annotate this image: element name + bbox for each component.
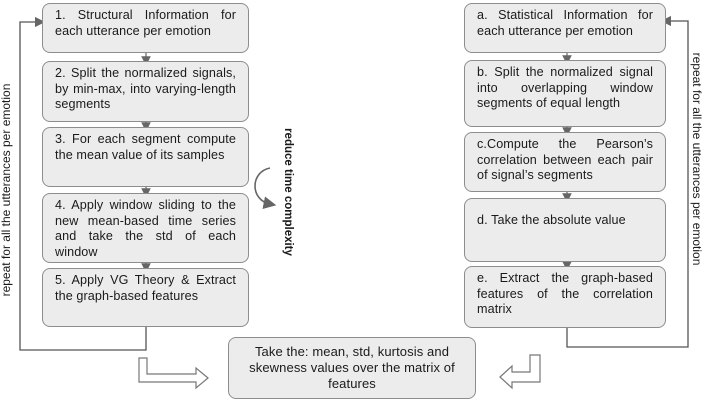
right-step-b-text: b. Split the normalized signal into over… — [477, 65, 653, 110]
right-step-c-box: c.Compute the Pearson’s correlation betw… — [464, 132, 666, 192]
left-step-1-text: 1. Structural Information for each utter… — [55, 8, 236, 38]
aggregate-features-box: Take the: mean, std, kurtosis and skewne… — [228, 337, 476, 399]
right-loop-label: repeat for all the utterances per emotio… — [690, 52, 704, 266]
left-step-4-text: 4. Apply window sliding to the new mean-… — [55, 198, 236, 259]
right-loop-line — [566, 15, 689, 348]
left-step-3-box: 3. For each segment compute the mean val… — [42, 127, 249, 187]
left-step-4-box: 4. Apply window sliding to the new mean-… — [42, 193, 249, 263]
left-step-5-text: 5. Apply VG Theory & Extract the graph-b… — [55, 273, 236, 303]
aggregate-features-text: Take the: mean, std, kurtosis and skewne… — [249, 344, 455, 391]
left-loop-label: repeat for all the utterances per emotio… — [0, 83, 13, 297]
right-step-d-text: d. Take the absolute value — [477, 213, 626, 227]
right-step-a-box: a. Statistical Information for each utte… — [464, 3, 666, 53]
left-step-3-text: 3. For each segment compute the mean val… — [55, 132, 236, 162]
right-step-b-box: b. Split the normalized signal into over… — [464, 60, 666, 127]
left-step-2-text: 2. Split the normalized signals, by min-… — [55, 66, 236, 111]
right-step-a-text: a. Statistical Information for each utte… — [477, 8, 653, 38]
right-hollow-arrow — [499, 354, 541, 390]
reduce-complexity-label: reduce time complexity — [282, 128, 294, 256]
left-hollow-arrow — [138, 357, 209, 390]
left-step-1-box: 1. Structural Information for each utter… — [42, 3, 249, 53]
right-step-d-box: d. Take the absolute value — [464, 198, 666, 262]
left-step-2-box: 2. Split the normalized signals, by min-… — [42, 61, 249, 122]
reduce-complexity-curve-arrow — [254, 167, 277, 210]
left-step-5-box: 5. Apply VG Theory & Extract the graph-b… — [42, 268, 249, 327]
right-step-e-box: e. Extract the graph-based features of t… — [464, 266, 666, 328]
right-step-e-text: e. Extract the graph-based features of t… — [477, 271, 653, 316]
left-loop-line — [19, 16, 147, 351]
right-step-c-text: c.Compute the Pearson’s correlation betw… — [477, 137, 653, 182]
